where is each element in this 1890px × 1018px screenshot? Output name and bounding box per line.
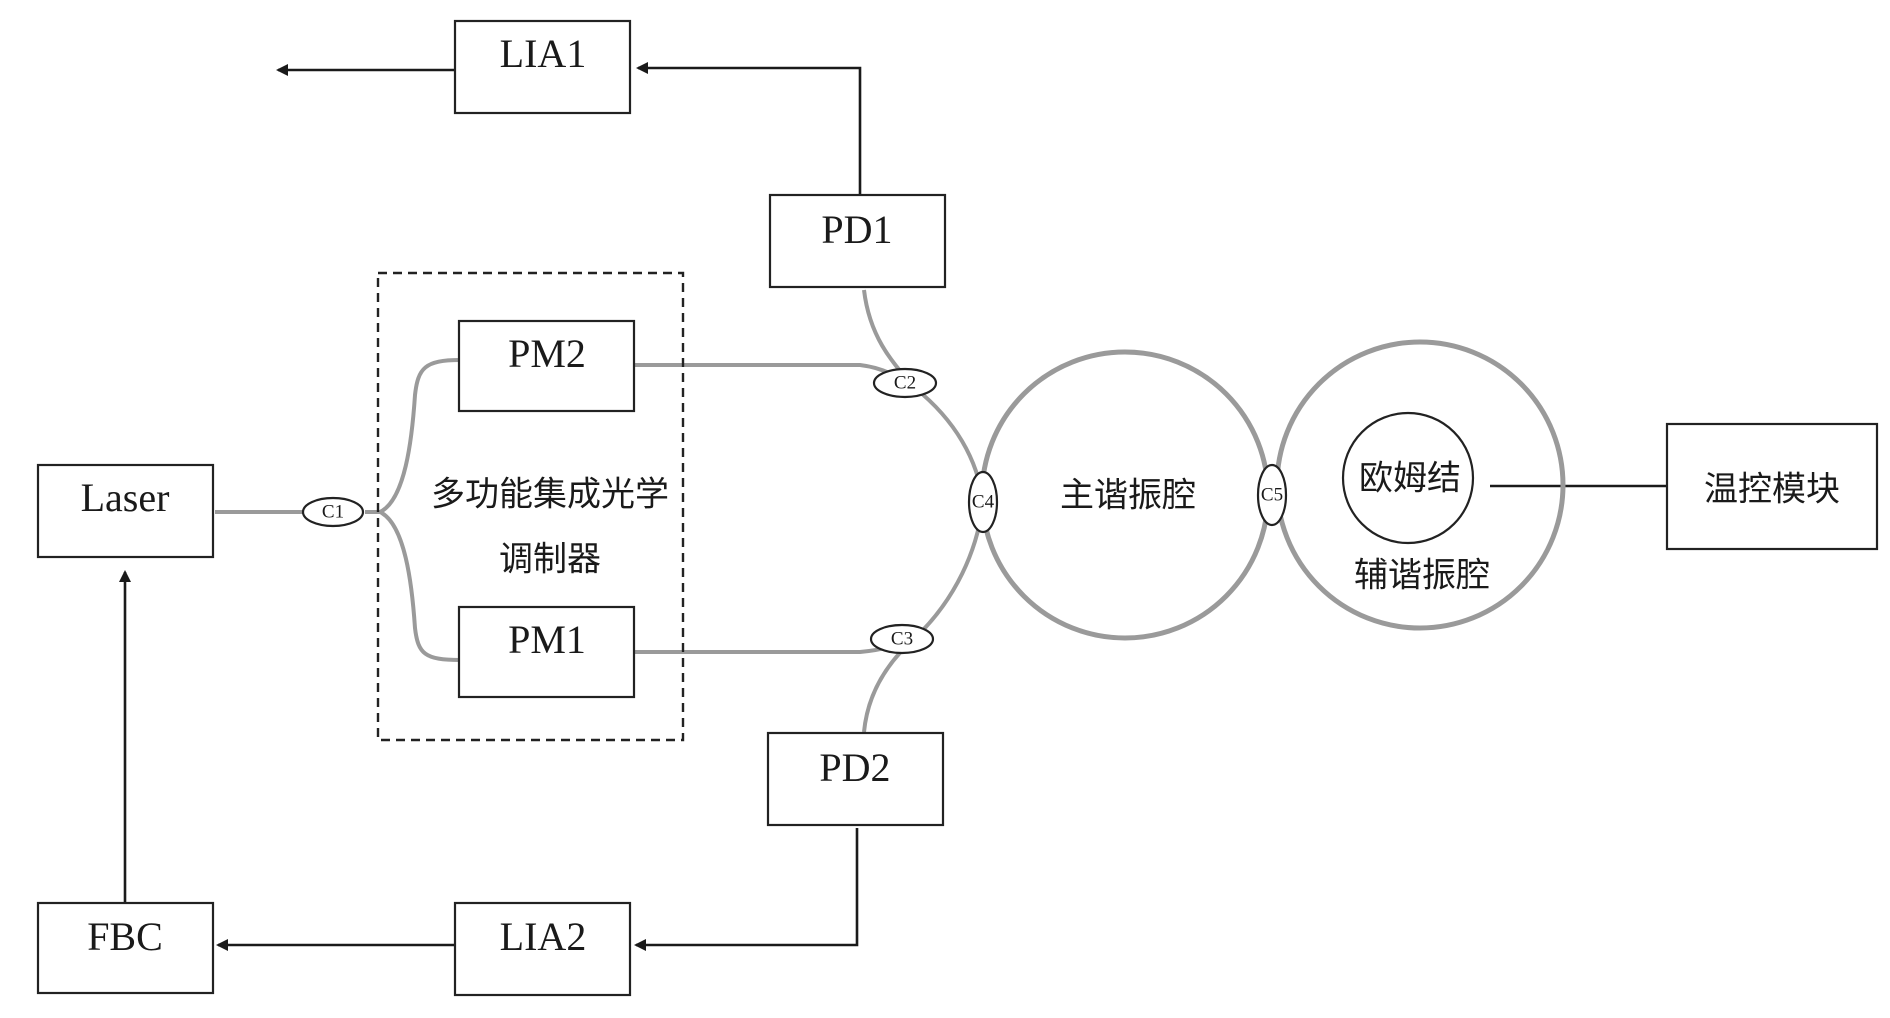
coupler-c3-label: C3	[891, 628, 913, 649]
lia2-label: LIA2	[500, 914, 587, 959]
coupler-c2-label: C2	[894, 372, 916, 393]
pm2-label: PM2	[508, 331, 586, 376]
coupler-c4-label: C4	[972, 491, 995, 512]
pd2-to-lia2-wire	[636, 828, 857, 945]
pm1-label: PM1	[508, 617, 586, 662]
main-resonator-label: 主谐振腔	[1060, 476, 1196, 516]
pd1-label: PD1	[821, 207, 892, 252]
modulator-label-line2: 调制器	[499, 540, 601, 580]
coupler-c1-label: C1	[322, 501, 344, 522]
coupler-c5-label: C5	[1261, 484, 1283, 505]
fbc-label: FBC	[87, 914, 163, 959]
aux-resonator-label: 辅谐振腔	[1354, 556, 1490, 596]
laser-label: Laser	[81, 475, 170, 520]
pm2-to-c2-fiber	[635, 365, 915, 388]
lia1-label: LIA1	[500, 31, 587, 76]
modulator-label-line1: 多功能集成光学	[431, 475, 669, 515]
ohm-junction-label: 欧姆结	[1359, 459, 1461, 499]
split-to-pm1-fiber	[380, 512, 460, 660]
pd2-label: PD2	[819, 745, 890, 790]
pd1-to-lia1-wire	[638, 68, 860, 195]
temp-module-label: 温控模块	[1704, 470, 1840, 510]
